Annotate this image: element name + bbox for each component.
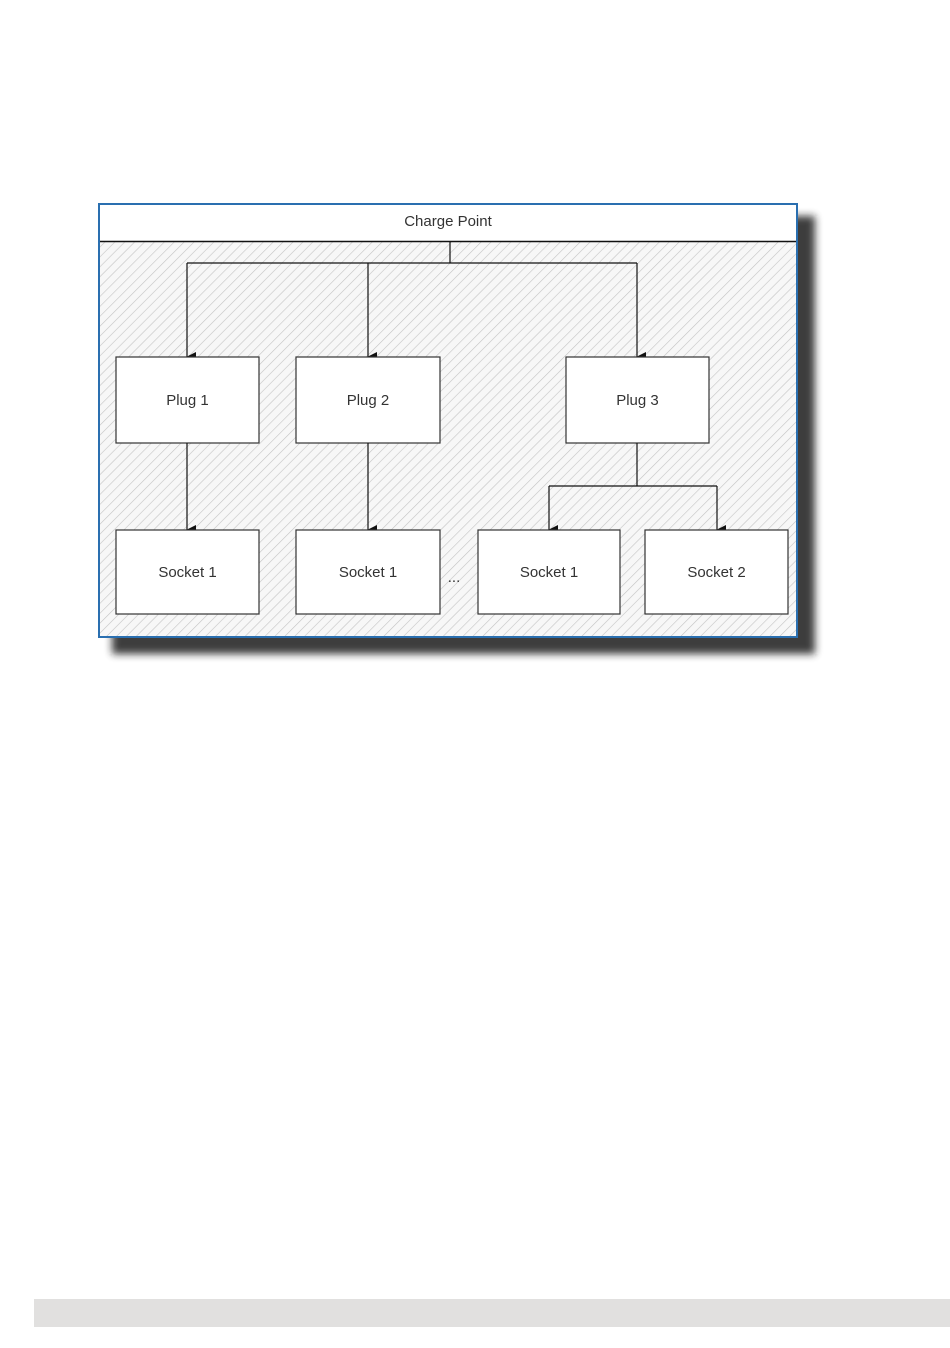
plug-1: Plug 1 — [116, 357, 259, 443]
footer-bar — [34, 1299, 950, 1327]
socket-plug1-1: Socket 1 — [116, 530, 259, 614]
socket-plug3-2: Socket 2 — [645, 530, 788, 614]
socket-plug2-1: Socket 1 — [296, 530, 440, 614]
socket-plug3-1-label: Socket 1 — [520, 564, 578, 581]
socket-plug2-1-label: Socket 1 — [339, 564, 397, 581]
socket-plug3-1: Socket 1 — [478, 530, 620, 614]
socket-plug1-1-label: Socket 1 — [158, 564, 216, 581]
ellipsis-marker: ... — [448, 569, 461, 586]
plug-2: Plug 2 — [296, 357, 440, 443]
plug-3-label: Plug 3 — [616, 392, 659, 409]
socket-plug3-2-label: Socket 2 — [687, 564, 745, 581]
charge-point-label: Charge Point — [404, 213, 492, 230]
plug-1-label: Plug 1 — [166, 392, 209, 409]
plug-2-label: Plug 2 — [347, 392, 390, 409]
plug-3: Plug 3 — [566, 357, 709, 443]
